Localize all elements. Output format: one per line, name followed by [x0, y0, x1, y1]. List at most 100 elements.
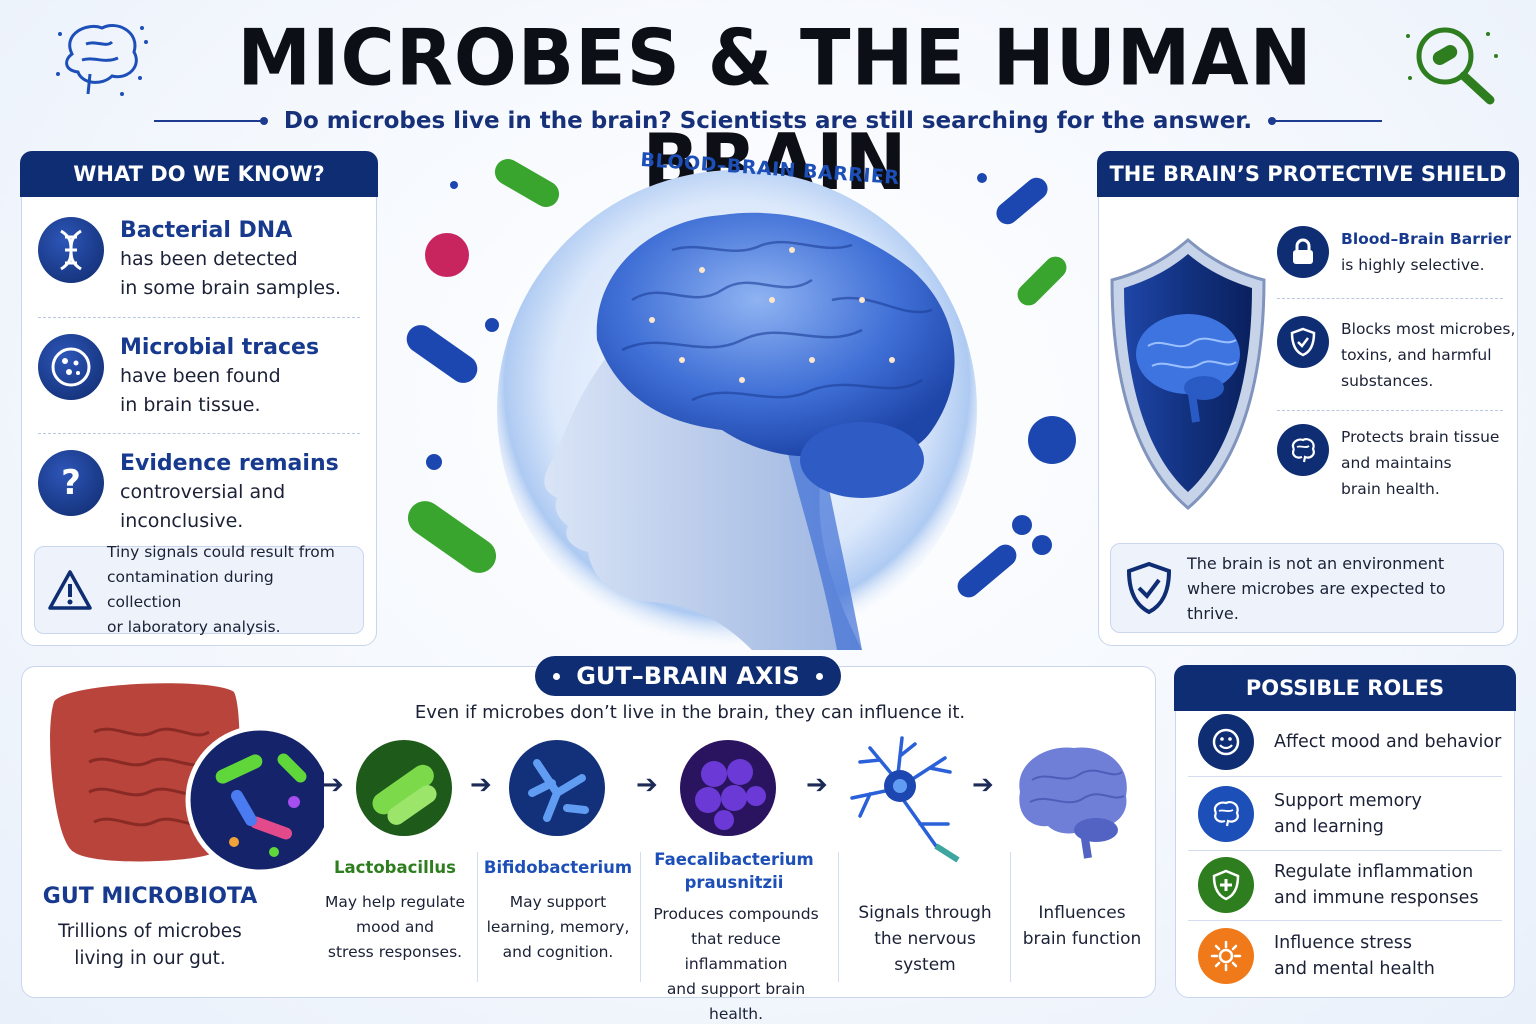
know-item-traces: Microbial traces have been found in brai… [38, 334, 368, 420]
step-desc-line: May support [509, 893, 607, 911]
note-line: where microbes are expected to thrive. [1187, 578, 1446, 623]
note-line: The brain is not an environment [1187, 553, 1445, 573]
faecalibacterium-icon [680, 740, 776, 836]
shield-item-protects: Protects brain tissue and maintains brai… [1277, 424, 1517, 502]
brain-network-icon [56, 24, 148, 96]
role-line: Influence stress [1274, 933, 1412, 953]
step-name-faecalibacterium: Faecalibacterium prausnitzii [644, 848, 824, 894]
subtitle-rule-right [1268, 117, 1383, 125]
divider [38, 433, 360, 434]
smile-icon [1198, 714, 1254, 770]
shield-item-line: and maintains [1341, 454, 1452, 472]
arrow-right-icon: ➔ [972, 770, 994, 800]
step-separator [477, 852, 478, 982]
role-item-memory: Support memory and learning [1198, 786, 1508, 842]
brain-head-illustration [406, 159, 1076, 650]
gut-microbiota-title: GUT MICROBIOTA [42, 884, 258, 909]
brain-function-icon [1019, 747, 1127, 859]
step-desc-line: Influences [1038, 903, 1126, 923]
note-line: or laboratory analysis. [107, 618, 281, 636]
step-desc-line: May help regulate [324, 893, 466, 911]
step-desc-line: brain function [1022, 929, 1142, 949]
know-item-evidence: ? Evidence remains controversial and inc… [38, 450, 368, 536]
step-desc-line: and cognition. [502, 943, 614, 961]
contamination-note: Tiny signals could result from contamina… [34, 543, 364, 636]
subtitle: Do microbes live in the brain? Scientist… [283, 108, 1253, 134]
gut-line: Trillions of microbes [58, 921, 242, 942]
brain-icon [1198, 786, 1254, 842]
what-we-know-panel: WHAT DO WE KNOW? Bacterial DNA has been … [20, 151, 378, 646]
gut-brain-axis-title-text: GUT–BRAIN AXIS [576, 662, 800, 690]
intestine-illustration [50, 683, 324, 875]
step-desc-line: the nervous [874, 929, 976, 949]
role-line: Support memory [1274, 791, 1422, 811]
step-desc-line: system [894, 955, 956, 975]
question-mark-icon: ? [38, 450, 104, 516]
gut-brain-axis-title: GUT–BRAIN AXIS [535, 656, 841, 696]
magnifier-bacteria-icon [1406, 27, 1498, 105]
step-desc: Signals through the nervous system [846, 900, 1004, 978]
divider [1188, 920, 1502, 921]
petri-dish-icon [38, 334, 104, 400]
step-desc: May support learning, memory, and cognit… [480, 890, 636, 965]
lock-icon [1277, 226, 1329, 278]
role-item-inflammation: Regulate inflammation and immune respons… [1198, 857, 1508, 913]
know-item-line: in some brain samples. [120, 277, 342, 299]
lactobacillus-icon [356, 740, 452, 836]
neuron-icon [850, 736, 960, 863]
arrow-right-icon: ➔ [470, 770, 492, 800]
know-item-line: inconclusive. [120, 510, 244, 532]
note-line: contamination during collection [107, 568, 274, 611]
step-desc-line: Signals through [858, 903, 992, 923]
know-item-line: has been detected [120, 248, 298, 270]
step-desc-line: that reduce inflammation [684, 930, 788, 973]
step-name-line: prausnitzii [684, 873, 784, 892]
shield-cross-icon [1198, 857, 1254, 913]
what-we-know-header: WHAT DO WE KNOW? [20, 151, 378, 197]
gut-line: living in our gut. [74, 948, 226, 969]
step-desc-line: learning, memory, [486, 918, 630, 936]
shield-item-line: Protects brain tissue [1341, 428, 1500, 446]
sun-icon [1198, 928, 1254, 984]
step-separator [1010, 852, 1011, 982]
role-line: and immune responses [1274, 888, 1479, 908]
step-desc: May help regulate mood and stress respon… [320, 890, 470, 965]
know-item-line: in brain tissue. [120, 394, 261, 416]
shield-brain-icon [1110, 238, 1266, 510]
role-line: and mental health [1274, 959, 1435, 979]
role-item-stress: Influence stress and mental health [1198, 928, 1508, 984]
step-desc: Produces compounds that reduce inflammat… [640, 902, 832, 1024]
step-desc: Influences brain function [1012, 900, 1152, 952]
shield-item-line: toxins, and harmful [1341, 346, 1492, 364]
shield-item-blocks: Blocks most microbes, toxins, and harmfu… [1277, 316, 1517, 394]
know-item-title: Evidence remains [120, 451, 339, 476]
divider [1277, 298, 1503, 299]
know-item-line: have been found [120, 365, 281, 387]
shield-check-icon [1126, 561, 1172, 615]
role-item-mood: Affect mood and behavior [1198, 714, 1508, 770]
gut-microbiota-line: Trillions of microbes living in our gut. [40, 918, 260, 972]
shield-item-line: brain health. [1341, 480, 1440, 498]
shield-item-line: Blocks most microbes, [1341, 320, 1516, 338]
dna-icon [38, 217, 104, 283]
shield-item-barrier: Blood–Brain Barrier is highly selective. [1277, 226, 1517, 278]
divider [1188, 776, 1502, 777]
possible-roles-header: POSSIBLE ROLES [1174, 665, 1516, 711]
subtitle-row: Do microbes live in the brain? Scientist… [0, 104, 1536, 138]
step-name-lactobacillus: Lactobacillus [334, 858, 456, 877]
bifidobacterium-icon [509, 740, 605, 836]
warning-icon [48, 570, 92, 610]
title-dot [815, 672, 823, 680]
step-desc-line: mood and [356, 918, 434, 936]
know-item-title: Microbial traces [120, 335, 320, 360]
page-title: MICROBES & THE HUMAN BRAIN [237, 12, 1313, 209]
role-line: and learning [1274, 817, 1384, 837]
divider [38, 317, 360, 318]
brain-icon [1277, 424, 1329, 476]
thrive-note: The brain is not an environment where mi… [1110, 543, 1504, 633]
shield-item-line: substances. [1341, 372, 1434, 390]
step-desc-line: Produces compounds [653, 905, 819, 923]
step-desc-line: stress responses. [327, 943, 463, 961]
know-item-title: Bacterial DNA [120, 218, 293, 243]
divider [1188, 850, 1502, 851]
